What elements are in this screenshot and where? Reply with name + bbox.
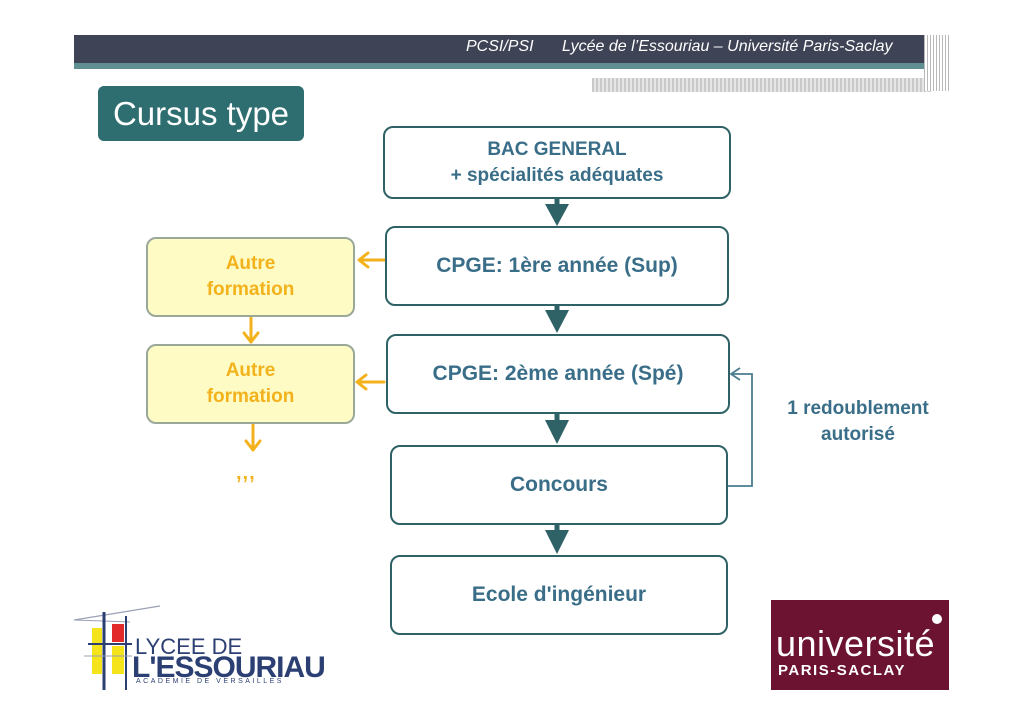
header-stripe <box>74 63 950 69</box>
alt-1-line1: Autre <box>225 253 276 274</box>
node-bac-line2: + spécialités adéquates <box>450 164 664 186</box>
header-pattern <box>592 78 932 92</box>
saclay-logo-dot <box>932 614 942 624</box>
arrow-spe-to-alt2 <box>355 373 386 391</box>
lycee-logo-line1: LYCEE DE <box>135 634 243 659</box>
redoublement-loop <box>728 367 753 487</box>
arrow-spe-to-concours <box>545 414 569 444</box>
arrow-alt2-down <box>244 423 262 452</box>
node-bac-line1: BAC GENERAL <box>487 138 627 160</box>
continuation-marks: ,,, <box>236 462 256 484</box>
lycee-logo-line2: L'ESSOURIAU <box>132 651 326 684</box>
saclay-logo-word: université <box>776 623 936 664</box>
alt-2-line1: Autre <box>225 360 276 381</box>
node-bac-general: BAC GENERAL + spécialités adéquates <box>383 126 731 199</box>
header-band <box>74 35 950 63</box>
node-sup-label: CPGE: 1ère année (Sup) <box>436 254 678 277</box>
arrow-concours-to-ecole <box>545 525 569 554</box>
node-concours-label: Concours <box>509 473 608 496</box>
node-cpge-sup: CPGE: 1ère année (Sup) <box>385 226 729 306</box>
lycee-essouriau-logo-graphic <box>73 605 161 690</box>
note-line2: autorisé <box>821 424 895 445</box>
slide-title: Cursus type <box>98 86 304 141</box>
node-ecole-ingenieur: Ecole d'ingénieur <box>390 555 728 635</box>
arrow-sup-to-spe <box>545 306 569 333</box>
arrow-bac-to-sup <box>545 199 569 226</box>
saclay-logo-sub: PARIS-SACLAY <box>778 662 907 679</box>
header-course: PCSI/PSI <box>466 38 534 55</box>
node-spe-label: CPGE: 2ème année (Spé) <box>432 362 684 385</box>
alt-2-line2: formation <box>206 386 295 407</box>
node-autre-formation-1: Autre formation <box>146 237 355 317</box>
lycee-logo-line3: ACADEMIE DE VERSAILLES <box>136 678 284 685</box>
arrow-alt1-to-alt2 <box>242 316 260 344</box>
header-hatch <box>924 35 950 91</box>
node-cpge-spe: CPGE: 2ème année (Spé) <box>386 334 730 414</box>
arrow-sup-to-alt1 <box>357 251 388 269</box>
node-autre-formation-2: Autre formation <box>146 344 355 424</box>
note-line1: 1 redoublement <box>787 398 929 419</box>
node-ecole-label: Ecole d'ingénieur <box>471 583 647 606</box>
alt-1-line2: formation <box>206 279 295 300</box>
redoublement-note: 1 redoublement autorisé <box>766 396 950 448</box>
header-institution: Lycée de l’Essouriau – Université Paris-… <box>562 38 893 55</box>
node-concours: Concours <box>390 445 728 525</box>
universite-paris-saclay-logo <box>771 600 949 690</box>
